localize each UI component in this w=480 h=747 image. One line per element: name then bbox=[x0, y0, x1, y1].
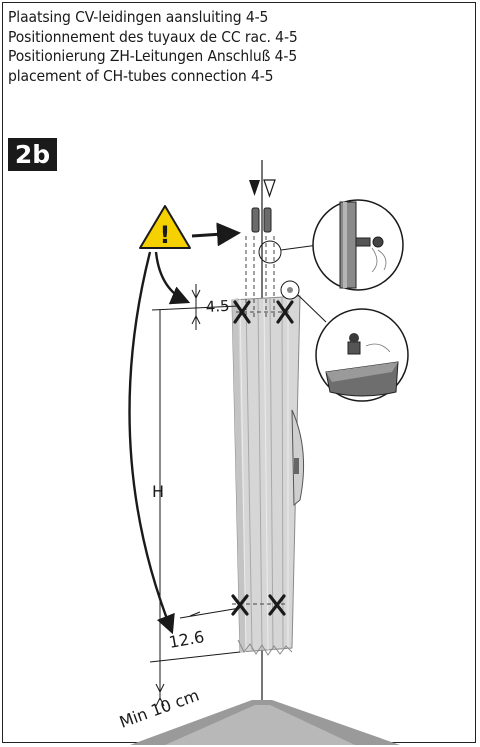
figure-badge: 2b bbox=[8, 138, 57, 171]
flow-return-icon bbox=[263, 179, 276, 198]
caption-english: placement of CH-tubes connection 4-5 bbox=[8, 66, 274, 85]
svg-text:!: ! bbox=[160, 221, 171, 249]
pipe-supply bbox=[251, 207, 260, 233]
caption-german: Positionierung ZH-Leitungen Anschluß 4-5 bbox=[8, 47, 298, 65]
radiator bbox=[231, 295, 305, 656]
arrow-to-top-dimension bbox=[154, 251, 191, 305]
caption-dutch: Plaatsing CV-leidingen aansluiting 4-5 bbox=[8, 8, 269, 26]
dim-top-label: 4.5 bbox=[205, 297, 230, 316]
flow-supply-icon bbox=[249, 180, 260, 196]
dimension-lines bbox=[149, 284, 241, 707]
arrow-to-pipes bbox=[191, 222, 241, 247]
detail-callout-plug bbox=[280, 280, 409, 402]
warning-triangle-icon: ! bbox=[139, 205, 191, 249]
detail-callout-valve bbox=[258, 199, 404, 291]
connection-marks bbox=[231, 300, 294, 616]
pipe-return bbox=[263, 207, 272, 233]
caption-french: Positionnement des tuyaux de CC rac. 4-5 bbox=[8, 27, 298, 46]
dim-bottom-label: 12.6 bbox=[167, 627, 205, 652]
caption-block: Plaatsing CV-leidingen aansluiting 4-5 P… bbox=[8, 8, 298, 86]
dim-height-label: H bbox=[152, 482, 164, 501]
floor-highlight bbox=[165, 705, 355, 745]
arrow-to-bottom-dimension bbox=[128, 251, 175, 635]
